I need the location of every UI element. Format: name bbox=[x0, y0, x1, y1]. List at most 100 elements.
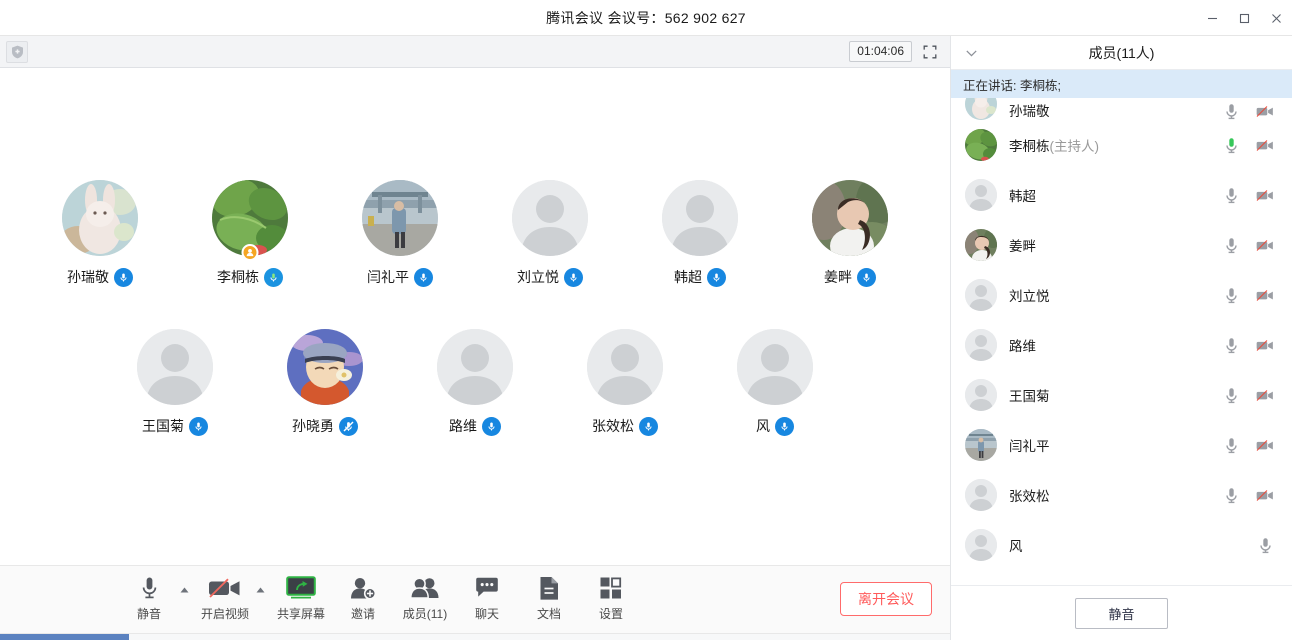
toolbar-label: 邀请 bbox=[350, 607, 375, 621]
avatar bbox=[512, 180, 588, 256]
participant-tile[interactable]: 路维 bbox=[425, 329, 525, 436]
mute-toggle-button[interactable]: 静音 bbox=[118, 575, 180, 624]
list-item[interactable]: 刘立悦 bbox=[951, 270, 1292, 320]
close-button[interactable] bbox=[1260, 0, 1292, 36]
invite-button[interactable]: 邀请 bbox=[332, 575, 394, 624]
microphone-icon[interactable] bbox=[1256, 536, 1274, 554]
microphone-icon bbox=[114, 267, 133, 287]
chat-icon bbox=[475, 575, 499, 601]
toolbar-label: 聊天 bbox=[474, 607, 499, 621]
participant-name: 韩超 bbox=[1009, 189, 1036, 204]
participant-tile[interactable]: 王国菊 bbox=[125, 329, 225, 436]
microphone-icon[interactable] bbox=[1222, 186, 1240, 204]
participant-status-icons bbox=[1222, 186, 1274, 204]
microphone-icon[interactable] bbox=[1222, 286, 1240, 304]
microphone-icon bbox=[482, 416, 501, 436]
chevron-down-icon[interactable] bbox=[963, 45, 979, 61]
participant-name: 李桐栋(主持人) bbox=[1009, 139, 1099, 154]
participant-status-icons bbox=[1222, 486, 1274, 504]
microphone-icon[interactable] bbox=[1222, 386, 1240, 404]
avatar-wrap bbox=[362, 180, 438, 256]
camera-off-icon[interactable] bbox=[1256, 336, 1274, 354]
leave-meeting-button[interactable]: 离开会议 bbox=[840, 582, 932, 616]
camera-off-icon[interactable] bbox=[1256, 486, 1274, 504]
avatar bbox=[965, 529, 997, 561]
video-stage: 孙瑞敬 bbox=[0, 68, 950, 565]
list-item[interactable]: 孙瑞敬 bbox=[951, 98, 1292, 120]
participants-button[interactable]: 成员(11) bbox=[394, 575, 456, 624]
avatar bbox=[965, 179, 997, 211]
microphone-icon[interactable] bbox=[1222, 486, 1240, 504]
window-title: 腾讯会议 会议号：562 902 627 bbox=[546, 9, 746, 26]
settings-button[interactable]: 设置 bbox=[580, 575, 642, 624]
mute-all-button[interactable]: 静音 bbox=[1075, 597, 1168, 629]
participant-tile[interactable]: 刘立悦 bbox=[500, 180, 600, 287]
camera-off-icon[interactable] bbox=[1256, 136, 1274, 154]
chat-button[interactable]: 聊天 bbox=[456, 575, 518, 624]
participant-tile[interactable]: 韩超 bbox=[650, 180, 750, 287]
toolbar-buttons: 静音 开启视频 bbox=[118, 575, 642, 624]
shield-plus-icon[interactable] bbox=[6, 40, 28, 63]
microphone-icon[interactable] bbox=[1222, 336, 1240, 354]
camera-off-icon[interactable] bbox=[1256, 386, 1274, 404]
participant-tile[interactable]: 姜畔 bbox=[800, 180, 900, 287]
avatar bbox=[965, 479, 997, 511]
document-button[interactable]: 文档 bbox=[518, 575, 580, 624]
participant-tile[interactable]: 风 bbox=[725, 329, 825, 436]
avatar-wrap bbox=[437, 329, 513, 405]
tile-name: 刘立悦 bbox=[517, 269, 559, 285]
list-item[interactable]: 风 bbox=[951, 520, 1292, 570]
camera-off-icon[interactable] bbox=[1256, 102, 1274, 120]
participants-panel: 成员(11人) 正在讲话: 李桐栋; 孙瑞敬 bbox=[950, 36, 1292, 640]
topbar-right-group: 01:04:06 bbox=[849, 41, 950, 63]
tile-name: 孙瑞敬 bbox=[67, 269, 109, 285]
camera-off-icon[interactable] bbox=[1256, 236, 1274, 254]
participants-panel-header: 成员(11人) bbox=[951, 36, 1292, 70]
microphone-icon[interactable] bbox=[1222, 236, 1240, 254]
participant-tile[interactable]: 张效松 bbox=[575, 329, 675, 436]
chevron-up-icon[interactable] bbox=[256, 580, 270, 620]
avatar bbox=[212, 180, 288, 256]
microphone-active-icon[interactable] bbox=[1222, 136, 1240, 154]
list-item[interactable]: 韩超 bbox=[951, 170, 1292, 220]
avatar bbox=[965, 429, 997, 461]
meeting-bottom-toolbar: 静音 开启视频 bbox=[0, 565, 950, 633]
list-item[interactable]: 李桐栋(主持人) bbox=[951, 120, 1292, 170]
avatar bbox=[362, 180, 438, 256]
participant-tile[interactable]: 李桐栋 bbox=[200, 180, 300, 287]
list-item[interactable]: 姜畔 bbox=[951, 220, 1292, 270]
share-screen-button[interactable]: 共享屏幕 bbox=[270, 575, 332, 624]
tile-row: 孙瑞敬 bbox=[0, 180, 950, 287]
chevron-up-icon[interactable] bbox=[180, 580, 194, 620]
participant-status-icons bbox=[1222, 436, 1274, 454]
microphone-icon[interactable] bbox=[1222, 102, 1240, 120]
list-item[interactable]: 王国菊 bbox=[951, 370, 1292, 420]
camera-off-icon[interactable] bbox=[1256, 436, 1274, 454]
avatar bbox=[737, 329, 813, 405]
participant-name: 路维 bbox=[1009, 339, 1036, 354]
participant-status-icons bbox=[1222, 136, 1274, 154]
participant-tile[interactable]: 孙瑞敬 bbox=[50, 180, 150, 287]
meeting-top-toolbar: 01:04:06 bbox=[0, 36, 950, 68]
participant-status-icons bbox=[1222, 386, 1274, 404]
avatar-wrap bbox=[812, 180, 888, 256]
meeting-timer: 01:04:06 bbox=[849, 41, 912, 62]
start-video-button[interactable]: 开启视频 bbox=[194, 575, 256, 624]
camera-off-icon[interactable] bbox=[1256, 186, 1274, 204]
fullscreen-icon[interactable] bbox=[918, 41, 942, 63]
participant-tile[interactable]: 闫礼平 bbox=[350, 180, 450, 287]
minimize-button[interactable] bbox=[1196, 0, 1228, 36]
avatar bbox=[812, 180, 888, 256]
tile-label: 路维 bbox=[449, 416, 501, 436]
participant-tile[interactable]: 孙晓勇 bbox=[275, 329, 375, 436]
maximize-button[interactable] bbox=[1228, 0, 1260, 36]
host-badge-icon bbox=[241, 244, 259, 261]
microphone-icon[interactable] bbox=[1222, 436, 1240, 454]
list-item[interactable]: 张效松 bbox=[951, 470, 1292, 520]
camera-off-icon[interactable] bbox=[1256, 286, 1274, 304]
participants-list[interactable]: 孙瑞敬 李桐栋(主持人) bbox=[951, 98, 1292, 585]
list-item[interactable]: 路维 bbox=[951, 320, 1292, 370]
microphone-icon bbox=[189, 416, 208, 436]
tile-name: 闫礼平 bbox=[367, 269, 409, 285]
list-item[interactable]: 闫礼平 bbox=[951, 420, 1292, 470]
